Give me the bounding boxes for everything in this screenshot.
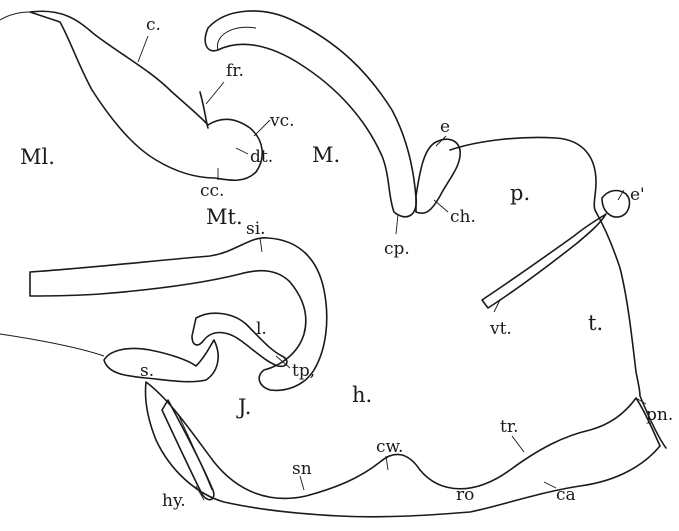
leader-tr <box>512 436 524 452</box>
neural-tube-strand <box>0 12 30 20</box>
label-tp: tp, <box>292 361 315 381</box>
leader-vc <box>254 120 270 136</box>
label-ca: ca <box>556 485 576 505</box>
label-ro: ro <box>456 485 474 505</box>
leader-si <box>260 238 262 252</box>
leader-ca <box>544 482 556 488</box>
label-cw: cw. <box>376 437 403 457</box>
leader-dt <box>236 148 248 154</box>
label-t: t. <box>588 311 603 335</box>
e-prime-structure <box>602 191 629 218</box>
vt-outgrowth <box>482 214 606 308</box>
label-dt: dt. <box>250 147 273 167</box>
label-h: h. <box>352 383 372 407</box>
label-hy: hy. <box>162 491 186 511</box>
l-hook <box>192 313 287 366</box>
label-pn: pn. <box>646 405 673 425</box>
brain-wall-mass <box>30 11 262 180</box>
label-tr: tr. <box>500 417 519 437</box>
label-l: l. <box>256 319 267 339</box>
e-ch-loop <box>416 139 460 213</box>
label-cp: cp. <box>384 239 410 259</box>
label-p: p. <box>510 181 530 205</box>
leader-c <box>138 36 148 62</box>
label-fr: fr. <box>226 61 244 81</box>
label-e: e <box>440 117 450 137</box>
label-J: J. <box>236 395 251 419</box>
m-band <box>205 11 416 217</box>
label-cc: cc. <box>200 181 224 201</box>
leader-fr <box>206 82 224 104</box>
label-M: M. <box>312 143 340 167</box>
label-si: si. <box>246 219 266 239</box>
label-c: c. <box>146 15 161 35</box>
hy-bundle <box>162 400 214 500</box>
label-s: s. <box>140 361 154 381</box>
leader-cp <box>396 214 398 234</box>
label-Ml: Ml. <box>20 145 55 169</box>
fr-channel <box>200 92 208 128</box>
label-e-prime: e' <box>630 185 645 205</box>
label-Mt: Mt. <box>206 205 243 229</box>
s-cavity <box>104 340 218 382</box>
label-sn: sn <box>292 459 312 479</box>
leader-ch <box>434 200 448 212</box>
label-vt: vt. <box>489 319 512 339</box>
leader-cw <box>386 456 388 470</box>
j-region-band <box>30 238 327 391</box>
lower-edge-line <box>0 334 104 356</box>
label-vc: vc. <box>269 111 295 131</box>
label-ch: ch. <box>450 207 476 227</box>
m-band-inner-edge <box>217 27 256 50</box>
